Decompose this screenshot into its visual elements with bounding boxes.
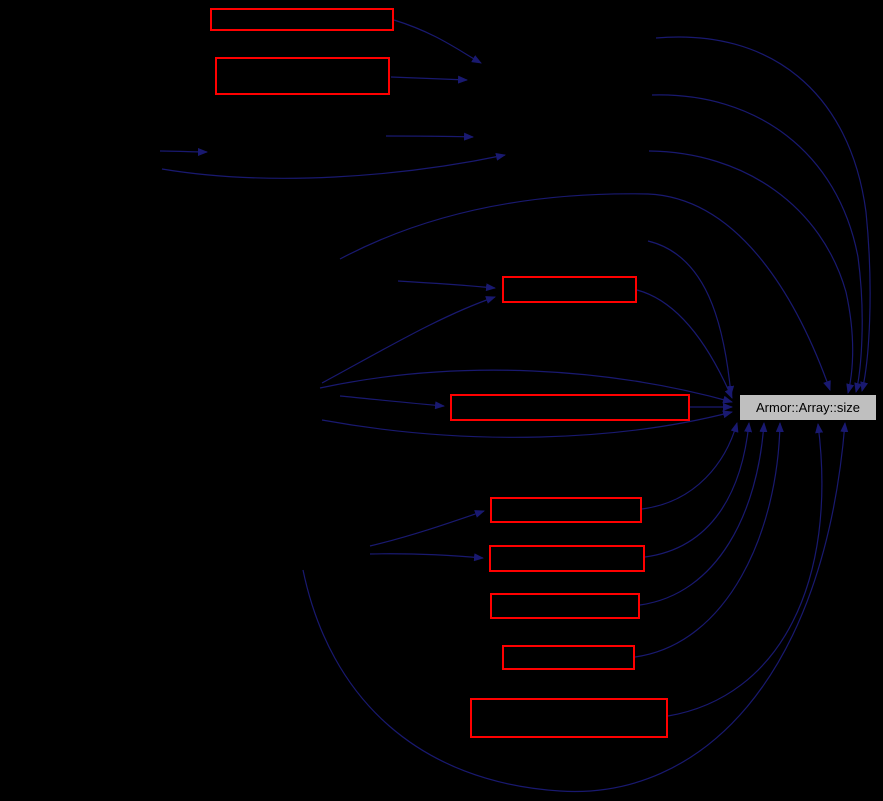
caller-node-3[interactable]: [502, 276, 637, 303]
call-edge: [634, 422, 784, 658]
call-edge: [647, 240, 735, 396]
caller-node-9[interactable]: [470, 698, 668, 738]
call-edge: [302, 422, 849, 793]
call-edge: [321, 296, 496, 384]
call-edge: [339, 193, 831, 391]
call-edge: [636, 289, 733, 399]
call-edge: [639, 422, 768, 606]
caller-node-4[interactable]: [450, 394, 690, 421]
caller-node-8[interactable]: [502, 645, 635, 670]
call-edge: [339, 395, 445, 410]
call-edge: [159, 147, 208, 156]
call-edge: [161, 152, 506, 179]
caller-node-1[interactable]: [210, 8, 394, 31]
current-node: Armor::Array::size: [739, 394, 877, 421]
caller-node-7[interactable]: [490, 593, 640, 619]
call-edge: [648, 150, 855, 394]
caller-node-2[interactable]: [215, 57, 390, 95]
call-edge: [655, 36, 871, 392]
call-edge: [369, 553, 484, 562]
call-edge: [369, 510, 485, 547]
caller-node-5[interactable]: [490, 497, 642, 523]
call-edge: [385, 132, 474, 141]
call-edge: [667, 423, 824, 717]
call-edge: [321, 410, 733, 438]
call-edge: [390, 75, 468, 84]
call-edge: [393, 19, 482, 64]
call-edge: [397, 280, 496, 292]
call-edge: [319, 369, 733, 404]
call-edge: [651, 94, 863, 393]
caller-node-6[interactable]: [489, 545, 645, 572]
call-edge: [641, 422, 739, 510]
call-edge: [644, 422, 753, 558]
